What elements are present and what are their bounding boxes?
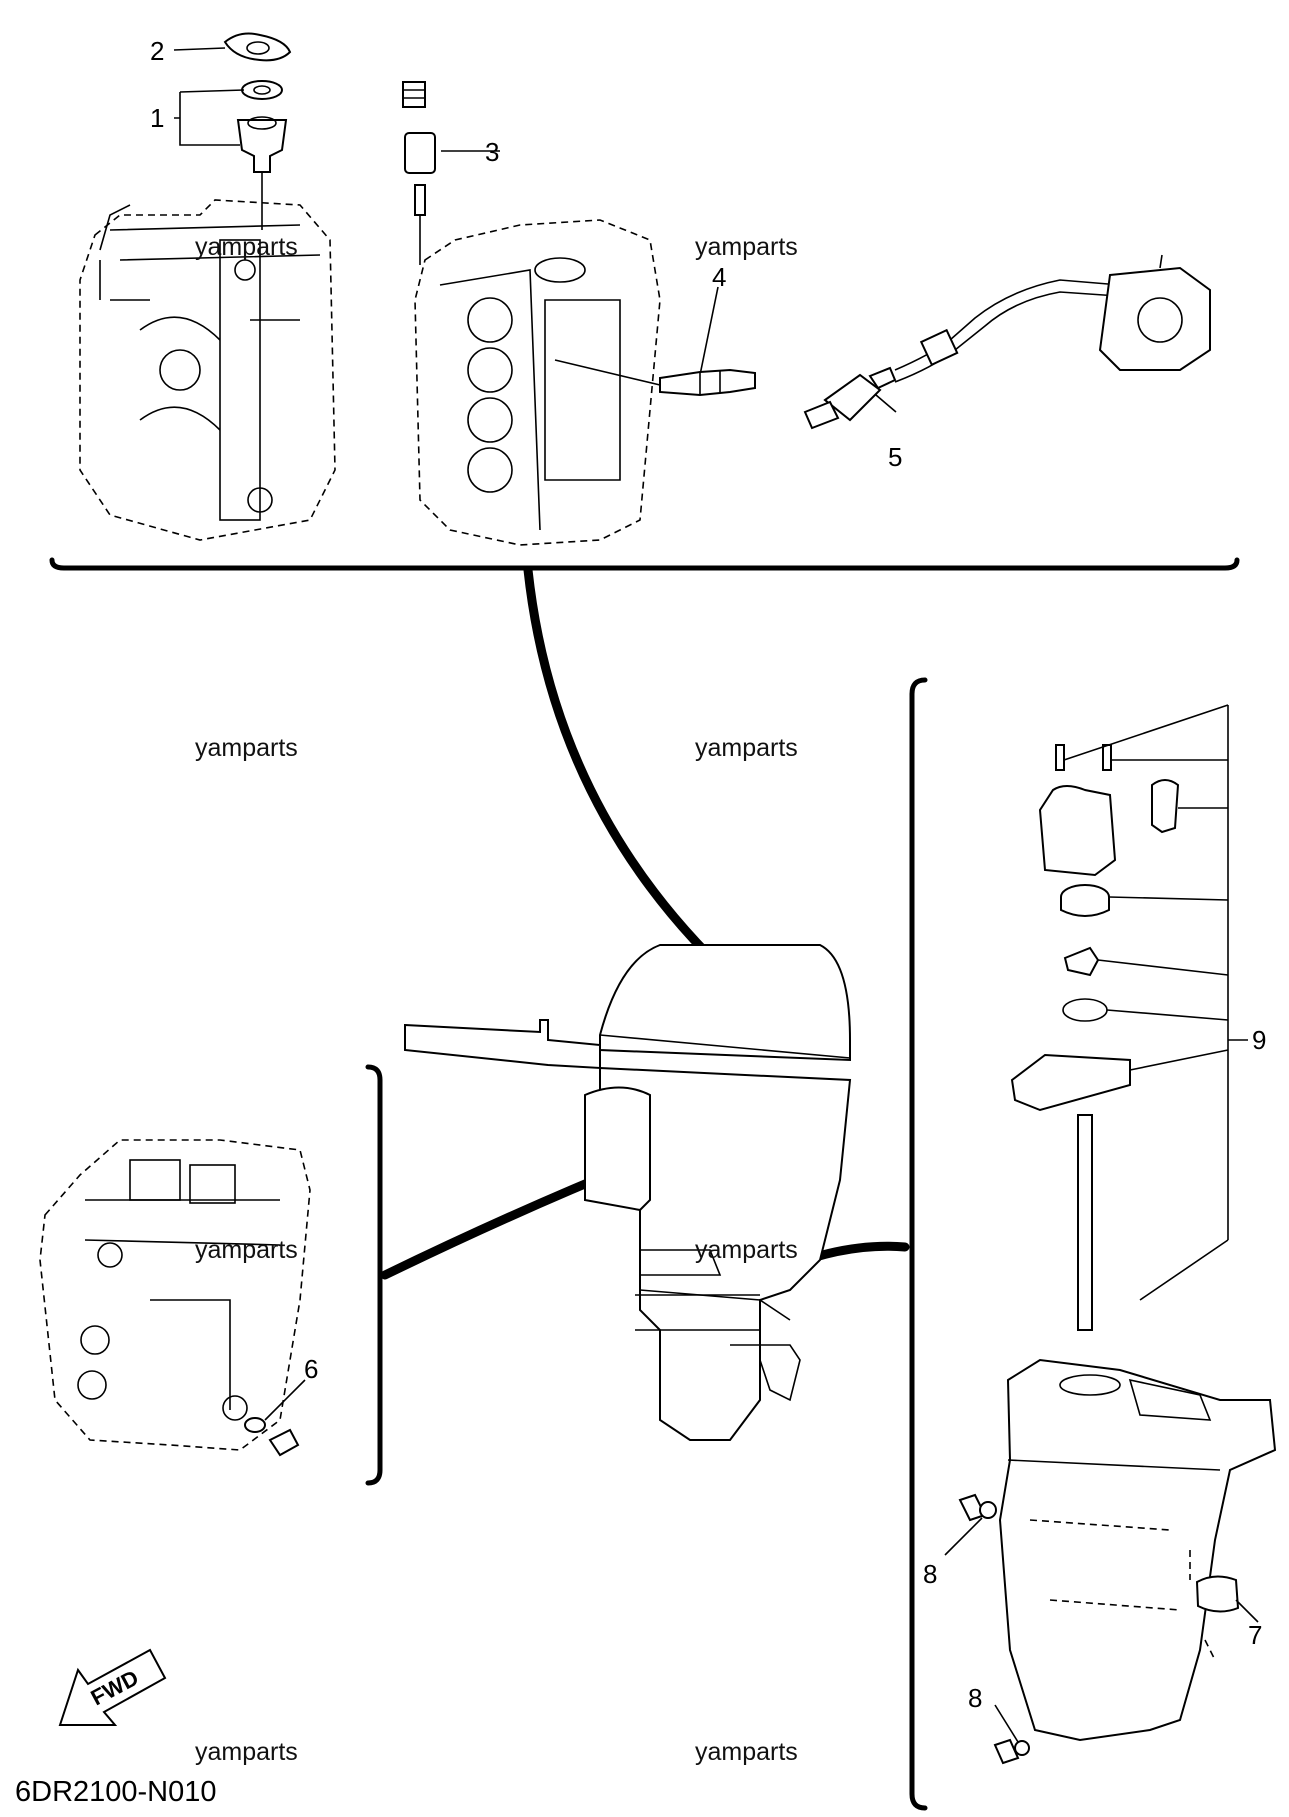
cylinder-head-assembly bbox=[414, 219, 661, 546]
outboard-motor-overview bbox=[404, 944, 852, 1441]
callout-2: 2 bbox=[150, 36, 164, 66]
callout-4: 4 bbox=[712, 262, 726, 292]
watermark: yamparts bbox=[695, 734, 798, 762]
watermark: yamparts bbox=[695, 1738, 798, 1766]
callout-5: 5 bbox=[888, 442, 902, 472]
callout-9: 9 bbox=[1252, 1025, 1266, 1055]
gasket-part-2 bbox=[223, 32, 292, 62]
right-section-bracket bbox=[909, 677, 928, 1811]
fuel-hose-and-pump bbox=[894, 254, 1211, 383]
left-section-bracket bbox=[365, 1064, 383, 1486]
callout-1: 1 bbox=[150, 103, 164, 133]
bolt-and-sleeve-part-3 bbox=[402, 81, 436, 265]
callout-8-upper: 8 bbox=[923, 1559, 937, 1589]
lower-unit-assembly bbox=[998, 1358, 1277, 1742]
callout-8-lower: 8 bbox=[968, 1683, 982, 1713]
watermark: yamparts bbox=[195, 1236, 298, 1264]
connector-band-top bbox=[523, 565, 750, 995]
top-section-bracket bbox=[49, 557, 1240, 571]
water-pump-kit-part-9 bbox=[1010, 704, 1248, 1331]
watermark: yamparts bbox=[195, 1738, 298, 1766]
watermark: yamparts bbox=[695, 1236, 798, 1264]
upper-casing-assembly bbox=[39, 1139, 311, 1451]
watermark: yamparts bbox=[195, 734, 298, 762]
callout-3: 3 bbox=[485, 137, 499, 167]
anode-part-7 bbox=[1189, 1550, 1259, 1661]
callout-6: 6 bbox=[304, 1354, 318, 1384]
bolt-and-washer-part-6 bbox=[244, 1379, 306, 1457]
watermark: yamparts bbox=[195, 233, 298, 261]
cylinder-block-assembly bbox=[79, 199, 336, 541]
screw-part-8-upper bbox=[944, 1493, 997, 1556]
thermostat-part-1 bbox=[236, 80, 288, 230]
callout-7: 7 bbox=[1248, 1620, 1262, 1650]
fuel-filter-part-5 bbox=[803, 366, 897, 430]
watermark: yamparts bbox=[695, 233, 798, 261]
callout-leaders-top bbox=[173, 47, 897, 413]
diagram-code: 6DR2100-N010 bbox=[15, 1776, 217, 1808]
fwd-arrow bbox=[58, 1648, 167, 1726]
spark-plug-part-4 bbox=[554, 359, 756, 397]
screw-part-8-lower bbox=[993, 1704, 1030, 1765]
